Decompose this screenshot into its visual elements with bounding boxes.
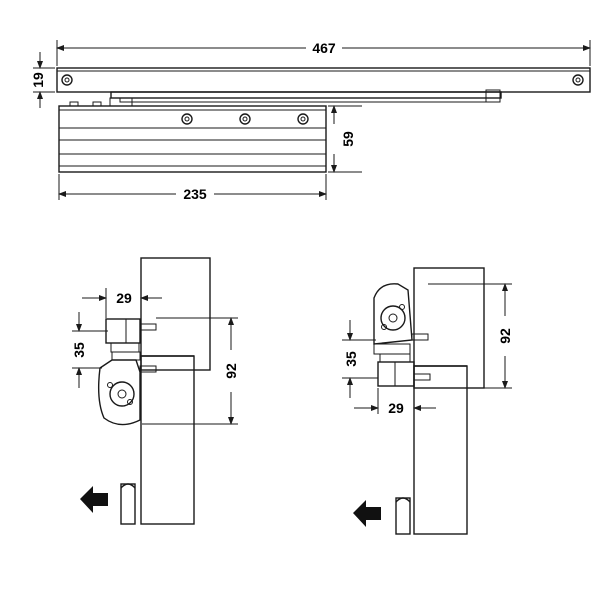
slide-arm [109, 89, 502, 107]
left-door-post [120, 483, 136, 525]
left-dimension-label-92: 92 [223, 363, 239, 379]
right-closer-pinion [380, 305, 406, 331]
right-dimension-depth: 92 [428, 283, 513, 389]
left-door-frame [140, 257, 211, 371]
body-screw-3 [297, 113, 309, 125]
left-dimension-label-35: 35 [71, 342, 87, 358]
left-installation-view: 29 35 92 [71, 257, 239, 525]
arrow-left-icon [80, 486, 108, 513]
right-dimension-label-92: 92 [497, 328, 513, 344]
right-dimension-label-29: 29 [388, 400, 404, 416]
dimension-label-467: 467 [312, 40, 336, 56]
arrow-left-icon [353, 500, 381, 527]
dimension-overall-length: 467 [56, 40, 591, 66]
body-screw-1 [181, 113, 193, 125]
slide-rail [56, 67, 591, 93]
rail-screw-left [61, 74, 73, 86]
right-door-frame [413, 267, 485, 389]
left-rail-unit [105, 318, 157, 353]
dimension-rail-height: 19 [30, 52, 55, 108]
right-dimension-gap: 35 [342, 320, 378, 398]
left-dimension-gap: 35 [71, 312, 108, 388]
right-closer-body [373, 283, 429, 355]
dimension-label-235: 235 [183, 186, 207, 202]
dimension-label-59: 59 [340, 131, 356, 147]
left-dimension-offset: 29 [82, 288, 162, 318]
body-screw-2 [239, 113, 251, 125]
rail-screw-right [572, 74, 584, 86]
dimension-label-19: 19 [30, 72, 46, 88]
left-door-leaf [140, 355, 195, 525]
left-closer-pinion [109, 381, 135, 407]
right-door-leaf [413, 365, 468, 535]
right-installation-view: 35 29 92 [342, 267, 513, 535]
dimension-body-length: 235 [58, 174, 327, 202]
dimension-body-height: 59 [328, 105, 362, 173]
top-view: 467 19 59 235 [30, 40, 591, 202]
right-rail-unit [377, 353, 431, 387]
closer-body [58, 101, 327, 173]
left-dimension-depth: 92 [142, 317, 239, 425]
right-dimension-label-35: 35 [343, 351, 359, 367]
right-dimension-offset: 29 [354, 388, 436, 416]
left-closer-body [97, 351, 157, 426]
right-door-post [395, 497, 411, 535]
left-dimension-label-29: 29 [116, 290, 132, 306]
